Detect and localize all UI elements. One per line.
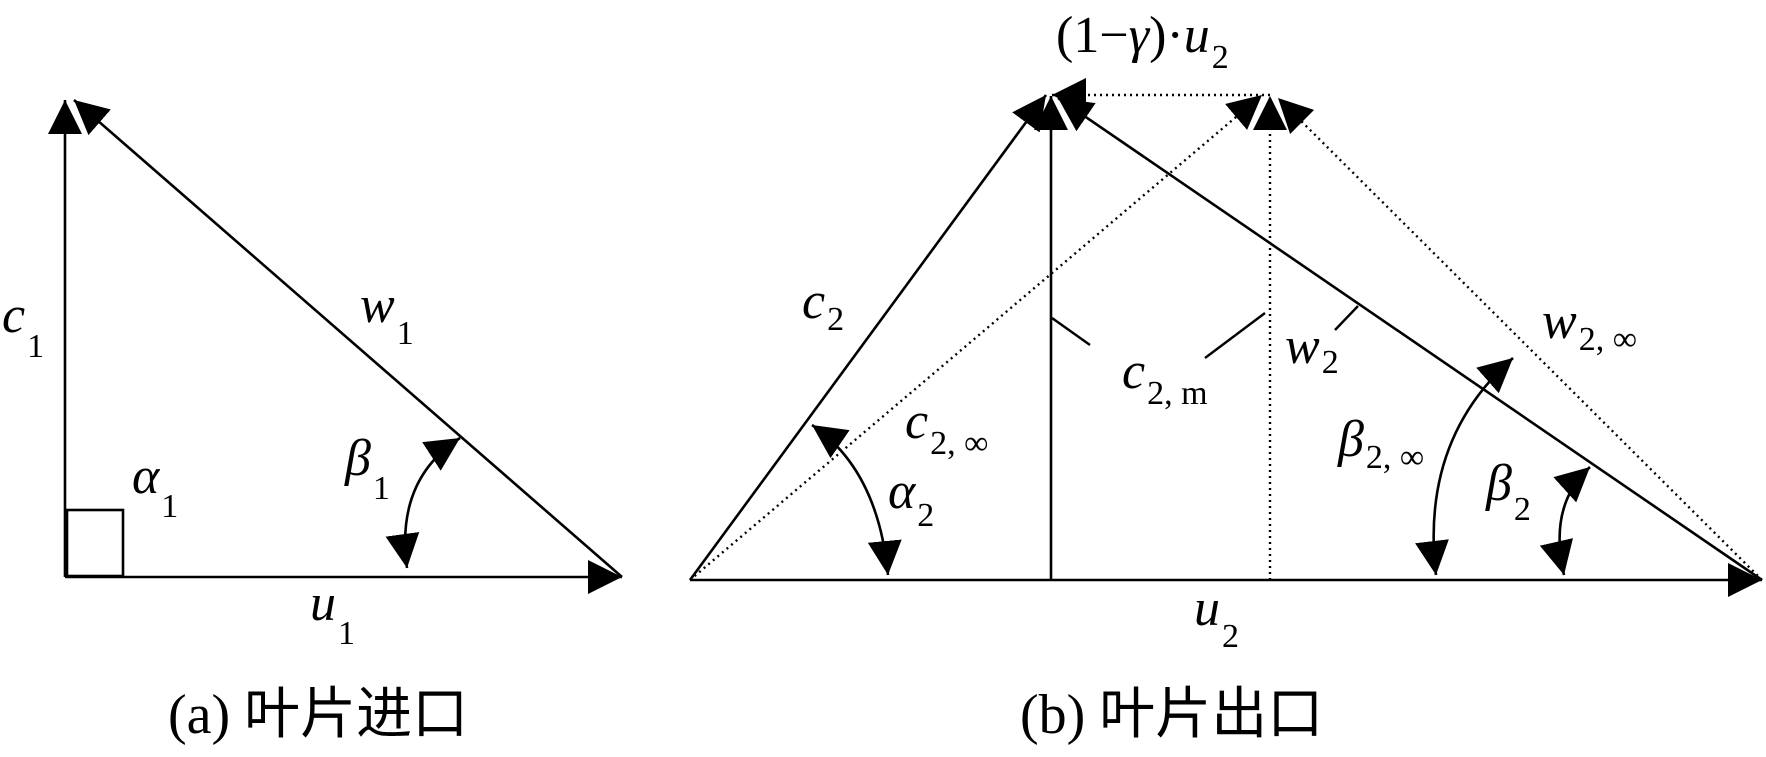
beta2-label: β2 bbox=[1485, 455, 1531, 528]
w2inf-label: w2, ∞ bbox=[1542, 293, 1637, 358]
alpha1-label: α1 bbox=[132, 448, 178, 525]
alpha2-label: α2 bbox=[888, 463, 934, 534]
w1-vector bbox=[73, 99, 623, 578]
w2-leader bbox=[1334, 305, 1359, 331]
c2inf-label: c2, ∞ bbox=[905, 393, 988, 462]
u1-label: u1 bbox=[310, 575, 355, 652]
c2-vector bbox=[688, 94, 1048, 581]
c2m-leader-left bbox=[1051, 317, 1091, 346]
c2inf-vector bbox=[689, 94, 1263, 581]
c2m-label: c2, m bbox=[1122, 343, 1208, 412]
alpha2-angle-arc bbox=[811, 423, 902, 576]
panel-b-outlet-triangle: (1−γ)·u2 c2 c2, ∞ c2, m w2 w2, ∞ α2 β2, … bbox=[688, 7, 1763, 746]
caption-inlet: (a) 叶片进口 bbox=[168, 684, 468, 746]
beta1-label: β1 bbox=[344, 430, 390, 507]
w1-label: w1 bbox=[360, 277, 414, 352]
beta2inf-label: β2, ∞ bbox=[1337, 411, 1424, 476]
gamma-u2-label: (1−γ)·u2 bbox=[1056, 7, 1229, 76]
caption-outlet: (b) 叶片出口 bbox=[1020, 684, 1323, 746]
panel-a-inlet-triangle: c1 w1 α1 β1 u1 (a) 叶片进口 bbox=[2, 99, 623, 746]
w2-label: w2 bbox=[1285, 318, 1339, 381]
w2-vector bbox=[1057, 96, 1763, 582]
u2-label: u2 bbox=[1194, 580, 1239, 655]
c2-label: c2 bbox=[802, 273, 844, 338]
beta2inf-angle-arc bbox=[1415, 357, 1514, 576]
c2m-leader-right bbox=[1204, 312, 1266, 359]
c1-label: c1 bbox=[2, 287, 44, 365]
beta1-angle-arc bbox=[385, 436, 461, 569]
right-angle-mark bbox=[65, 508, 125, 578]
beta2-angle-arc bbox=[1539, 466, 1591, 576]
